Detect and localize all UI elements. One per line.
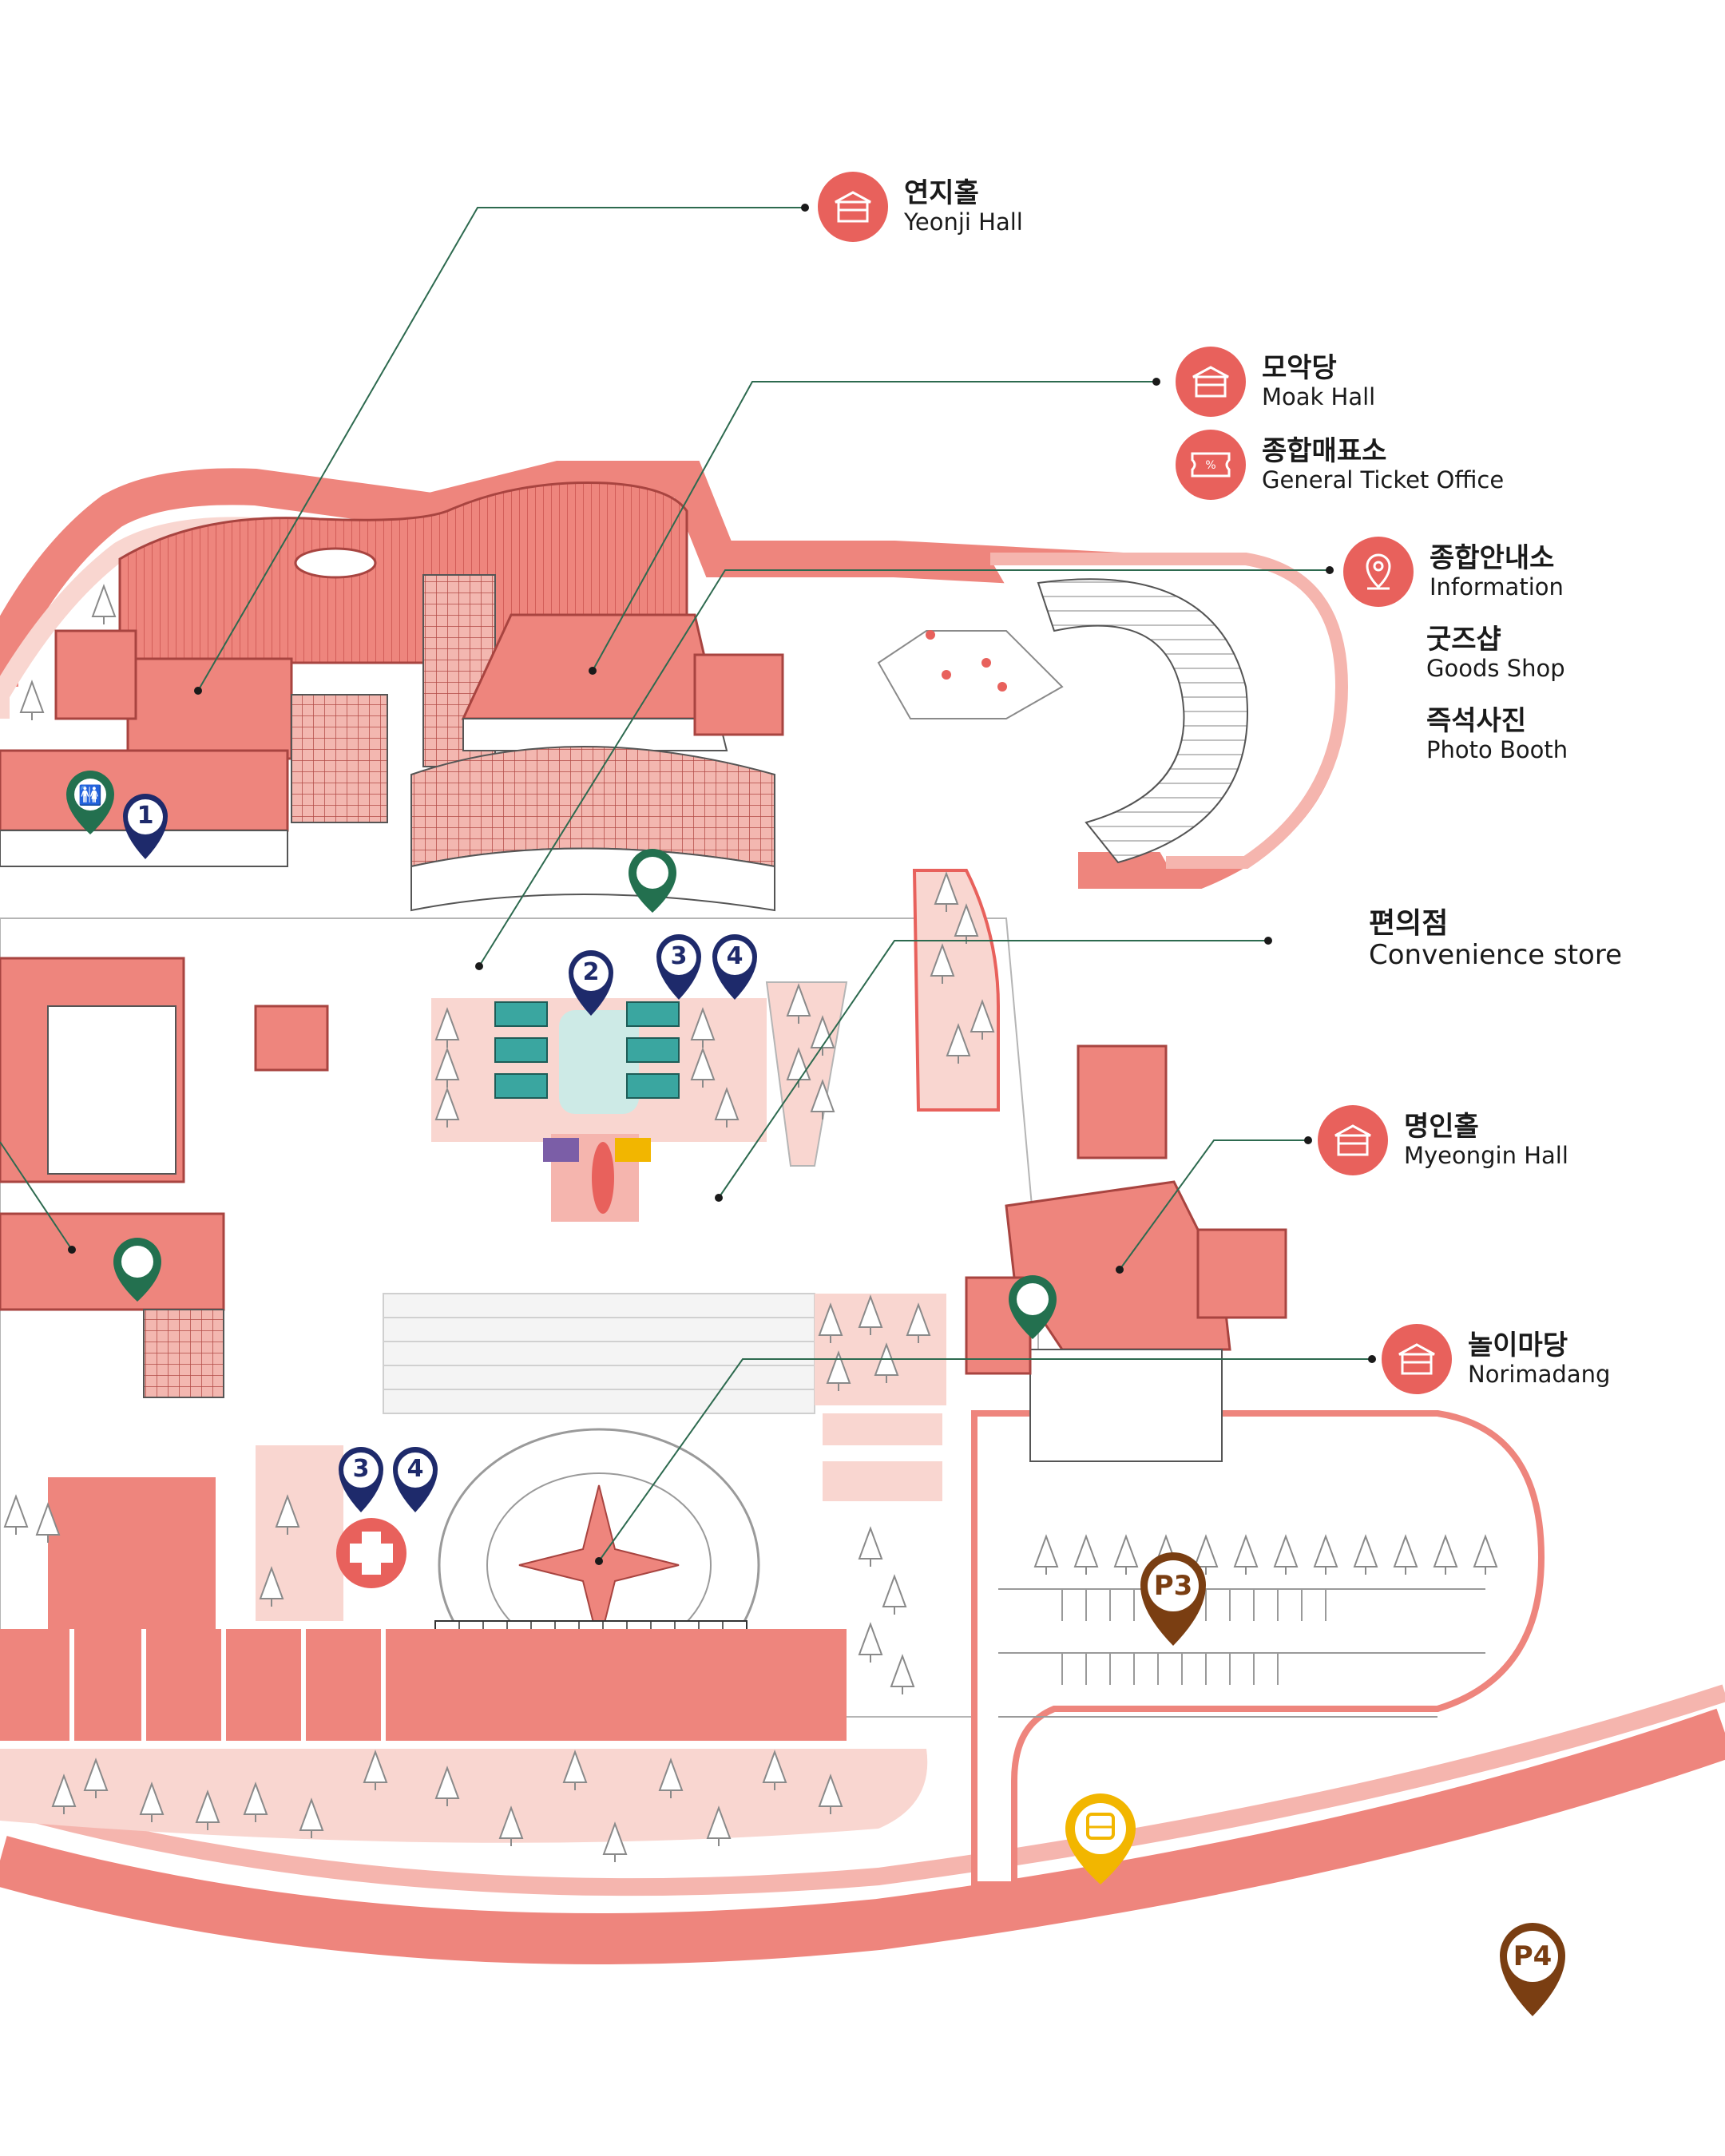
- legend-convenience-store[interactable]: 편의점 Convenience store: [1369, 907, 1622, 971]
- restroom-marker[interactable]: 🚻: [66, 771, 114, 834]
- myeongin-hall-body: [1029, 1349, 1223, 1462]
- svg-text:%: %: [1205, 459, 1215, 472]
- legend-goods-shop[interactable]: 굿즈샵 Goods Shop: [1426, 624, 1565, 682]
- legend-norimadang[interactable]: 놀이마당 Norimadang: [1382, 1324, 1610, 1394]
- legend-en-label: Information: [1430, 573, 1564, 600]
- left-lower-roof: [0, 1212, 225, 1311]
- theater-icon: [1318, 1105, 1388, 1175]
- tree-strip-east: [912, 869, 1000, 1112]
- outer-road-south: [0, 1708, 1725, 1964]
- first-aid-icon[interactable]: [336, 1518, 406, 1588]
- marker-1[interactable]: 1: [120, 791, 171, 862]
- amphitheater-canopy: [877, 630, 1064, 719]
- south-green-band: [0, 1749, 928, 1843]
- stepped-plaza: [383, 1293, 815, 1414]
- theater-icon: [818, 172, 888, 242]
- parking-icon: [1140, 1552, 1206, 1646]
- marker-4[interactable]: 4: [709, 931, 760, 1003]
- parking-lot: [971, 1410, 1545, 1888]
- map-pin-icon: [712, 934, 757, 1000]
- marker-number: 2: [582, 958, 600, 986]
- legend-ko-label: 놀이마당: [1468, 1329, 1568, 1361]
- legend-ko-label: 굿즈샵: [1426, 624, 1501, 656]
- legend-ko-label: 명인홀: [1404, 1110, 1479, 1143]
- marker-number: 3: [670, 942, 688, 970]
- legend-ko-label: 종합안내소: [1430, 541, 1555, 574]
- legend-yeonji-hall[interactable]: 연지홀 Yeonji Hall: [818, 172, 1023, 242]
- marker-3[interactable]: 3: [653, 931, 704, 1003]
- legend-ko-label: 연지홀: [904, 176, 979, 209]
- legend-en-label: Convenience store: [1369, 939, 1623, 972]
- parking-marker-p4[interactable]: P4: [1497, 1920, 1568, 2019]
- legend-en-label: Myeongin Hall: [1404, 1141, 1568, 1169]
- restroom-marker[interactable]: [113, 1238, 161, 1302]
- legend-en-label: Photo Booth: [1426, 736, 1568, 764]
- ticket-icon: %: [1176, 430, 1246, 500]
- map-pin-icon: [569, 950, 613, 1016]
- marker-number: 3: [352, 1455, 370, 1483]
- legend-ko-label: 모악당: [1262, 351, 1337, 384]
- theater-icon: [1382, 1324, 1452, 1394]
- map-pin-icon: [339, 1447, 383, 1512]
- south-parking-bays: [0, 1629, 847, 1741]
- parking-icon: [1500, 1923, 1565, 2016]
- leader-lines: [0, 207, 1372, 1562]
- restroom-marker[interactable]: [1009, 1275, 1057, 1339]
- legend-ko-label: 즉석사진: [1426, 705, 1527, 737]
- marker-2[interactable]: 2: [565, 947, 617, 1019]
- map-pin-icon: [123, 794, 168, 859]
- legend-myeongin-hall[interactable]: 명인홀 Myeongin Hall: [1318, 1105, 1568, 1175]
- legend-en-label: Yeonji Hall: [904, 208, 1023, 236]
- location-pin-icon: [1343, 537, 1414, 607]
- bus-icon[interactable]: [1065, 1793, 1136, 1885]
- parking-label: P3: [1153, 1570, 1193, 1602]
- marker-number: 4: [406, 1455, 424, 1483]
- food-trucks: [494, 1001, 680, 1099]
- map-pin-icon: [656, 934, 701, 1000]
- legend-photo-booth[interactable]: 즉석사진 Photo Booth: [1426, 705, 1568, 764]
- legend-en-label: Moak Hall: [1262, 382, 1376, 410]
- legend-en-label: General Ticket Office: [1262, 466, 1505, 493]
- parking-marker-p3[interactable]: P3: [1137, 1549, 1209, 1648]
- marker-number: 4: [726, 942, 744, 970]
- legend-moak-hall[interactable]: 모악당 Moak Hall: [1176, 347, 1375, 417]
- legend-information[interactable]: 종합안내소 Information: [1343, 537, 1564, 607]
- legend-ticket-office[interactable]: % 종합매표소 General Ticket Office: [1176, 430, 1504, 500]
- svg-text:🚻: 🚻: [78, 784, 102, 807]
- restroom-marker[interactable]: [629, 849, 676, 913]
- theater-icon: [1176, 347, 1246, 417]
- amphitheater-seating: [1037, 578, 1248, 864]
- map-pin-icon: [393, 1447, 438, 1512]
- amphitheater-wall: [990, 553, 1349, 869]
- legend-en-label: Norimadang: [1468, 1360, 1611, 1388]
- legend-ko-label: 종합매표소: [1262, 434, 1387, 467]
- legend-ko-label: 편의점: [1369, 907, 1449, 940]
- yeonji-hall-block: [126, 657, 293, 760]
- marker-3[interactable]: 3: [335, 1444, 387, 1516]
- parking-label: P4: [1513, 1940, 1552, 1972]
- marker-number: 1: [137, 802, 154, 830]
- legend-en-label: Goods Shop: [1426, 655, 1565, 683]
- marker-4[interactable]: 4: [390, 1444, 441, 1516]
